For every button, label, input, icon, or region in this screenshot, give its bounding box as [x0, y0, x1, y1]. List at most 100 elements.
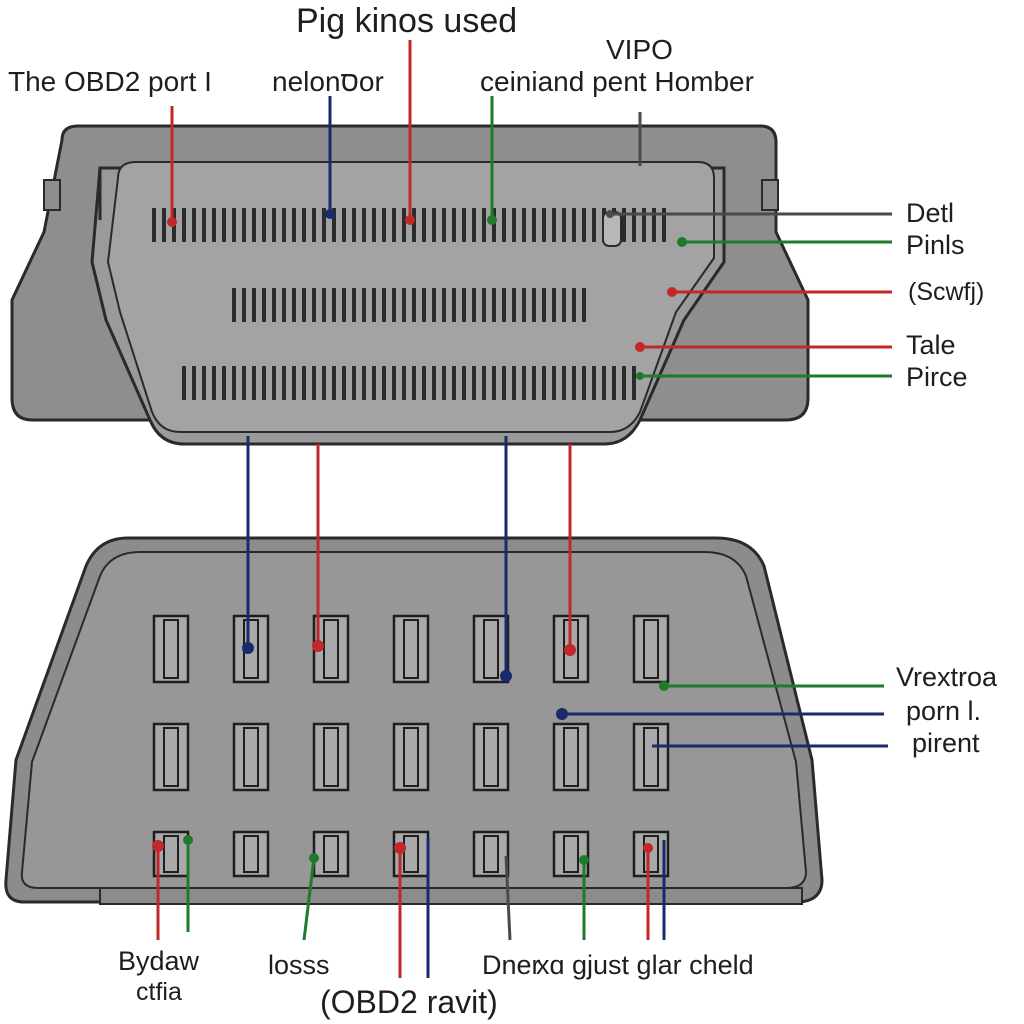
pin-slat: [252, 288, 256, 322]
label-bottom-1b: ctfia: [136, 978, 182, 1006]
label-top-left-2: nelonסor: [272, 66, 384, 97]
pin-slat: [552, 208, 556, 242]
pin-slat: [462, 366, 466, 400]
pin-slat: [502, 208, 506, 242]
pin-slat: [182, 366, 186, 400]
pin-slat: [632, 366, 636, 400]
socket-pin-contact: [323, 727, 339, 787]
pin-slat: [292, 288, 296, 322]
pin-slat: [202, 366, 206, 400]
socket-grid: [152, 614, 670, 878]
pin-slat: [562, 366, 566, 400]
pin-slat: [282, 366, 286, 400]
pin-slat: [462, 288, 466, 322]
pin-slat: [302, 288, 306, 322]
pin-slat: [262, 366, 266, 400]
pin-slat: [272, 208, 276, 242]
socket-pin: [232, 830, 270, 878]
pin-slat: [332, 288, 336, 322]
pin-slat: [332, 208, 336, 242]
pin-slat: [292, 208, 296, 242]
pin-slat: [492, 288, 496, 322]
pin-slat: [412, 208, 416, 242]
pin-slat: [522, 208, 526, 242]
pin-slat: [352, 288, 356, 322]
socket-pin: [632, 830, 670, 878]
pin-slat: [492, 366, 496, 400]
pin-slat: [222, 366, 226, 400]
pin-slat: [302, 208, 306, 242]
pin-slat: [222, 208, 226, 242]
top-pin-row-2: [232, 288, 586, 322]
pin-slat: [392, 208, 396, 242]
bottom-connector-base: [99, 887, 803, 905]
socket-pin-contact: [243, 727, 259, 787]
pin-slat: [312, 288, 316, 322]
socket-pin: [472, 614, 510, 684]
pin-slat: [432, 366, 436, 400]
pin-slat: [232, 366, 236, 400]
socket-pin: [552, 830, 590, 878]
pin-slat: [432, 288, 436, 322]
pin-slat: [482, 288, 486, 322]
pin-slat: [492, 208, 496, 242]
pin-slat: [322, 208, 326, 242]
pin-slat: [522, 288, 526, 322]
pin-slat: [582, 366, 586, 400]
pin-slat: [262, 288, 266, 322]
socket-pin-contact: [243, 835, 259, 873]
pin-slat: [602, 366, 606, 400]
label-right-4: Tale: [906, 330, 956, 360]
pin-slat: [362, 366, 366, 400]
pin-slat: [362, 208, 366, 242]
pin-slat: [452, 288, 456, 322]
pin-slat: [662, 208, 666, 242]
pin-slat: [202, 208, 206, 242]
pin-slat: [572, 288, 576, 322]
pin-slat: [212, 208, 216, 242]
socket-pin-contact: [483, 727, 499, 787]
label-bottom-4: xɑ ɡjust glar cheld: [536, 950, 754, 980]
top-pin-row-3: [182, 366, 636, 400]
label-right-1: Detl: [906, 198, 955, 228]
label-right-2: Pinls: [906, 230, 965, 260]
pin-slat: [652, 208, 656, 242]
pin-slat: [362, 288, 366, 322]
socket-pin-contact: [163, 619, 179, 679]
pin-slat: [402, 288, 406, 322]
pin-slat: [572, 366, 576, 400]
pin-slat: [192, 366, 196, 400]
pin-slat: [332, 366, 336, 400]
pin-slat: [312, 366, 316, 400]
pin-slat: [372, 288, 376, 322]
pin-slat: [512, 288, 516, 322]
pin-slat: [432, 208, 436, 242]
socket-pin-contact: [163, 727, 179, 787]
pin-slat: [302, 366, 306, 400]
top-pin-row-1: [152, 208, 666, 242]
socket-pin: [632, 722, 670, 792]
pin-slat: [272, 366, 276, 400]
pin-slat: [572, 208, 576, 242]
pin-slat: [282, 208, 286, 242]
pin-slat: [382, 208, 386, 242]
label-right-3: (Scwfj): [908, 278, 985, 306]
pin-slat: [502, 366, 506, 400]
pin-slat: [552, 366, 556, 400]
label-bottom-3: Dner: [482, 950, 541, 980]
pin-slat: [552, 288, 556, 322]
pin-slat: [372, 366, 376, 400]
socket-pin: [392, 614, 430, 684]
socket-pin-contact: [403, 835, 419, 873]
socket-pin: [392, 722, 430, 792]
pin-slat: [382, 366, 386, 400]
pin-slat: [542, 208, 546, 242]
pin-slat: [582, 208, 586, 242]
pin-slat: [452, 208, 456, 242]
pin-slat: [472, 288, 476, 322]
top-left-tab: [43, 179, 61, 211]
pin-slat: [622, 366, 626, 400]
pin-slat: [482, 208, 486, 242]
socket-pin: [472, 830, 510, 878]
label-right-6: Vrextroa: [896, 662, 998, 692]
